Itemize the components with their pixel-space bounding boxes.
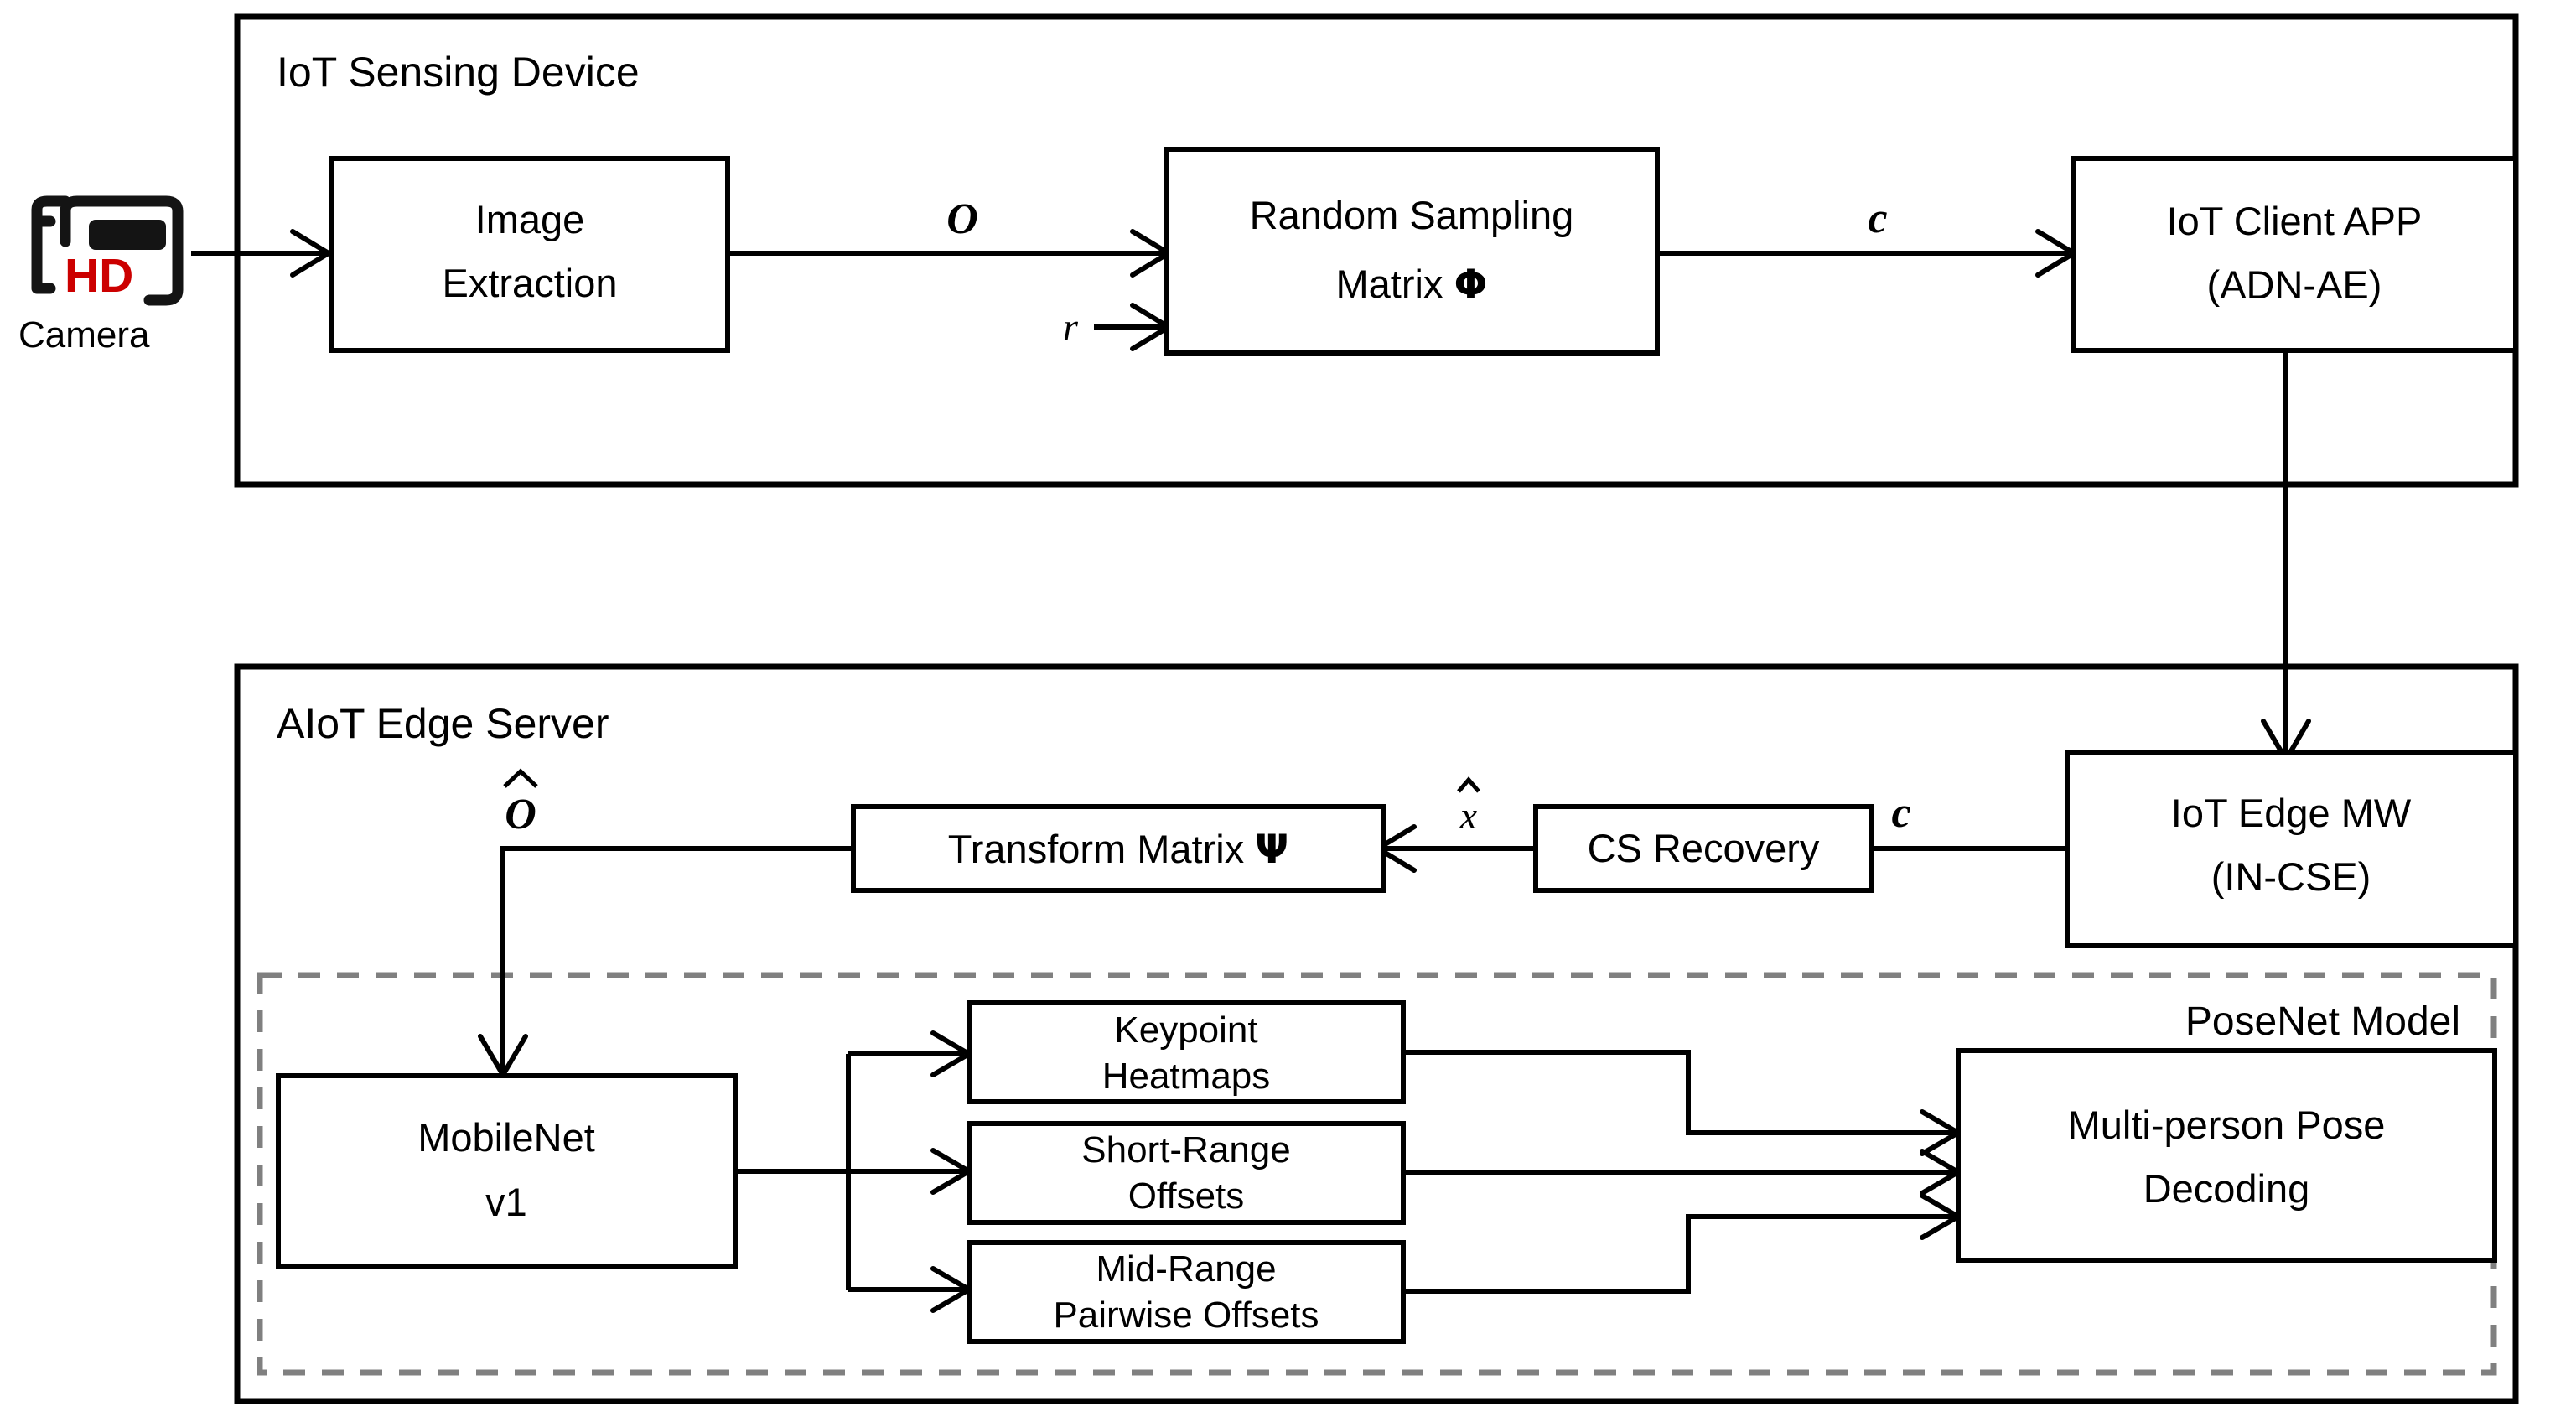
edge-label-o-hat-base: Ο — [505, 791, 536, 838]
box-cs-recovery — [1533, 804, 1874, 893]
box-short-range-offsets — [967, 1121, 1406, 1225]
box-random-sampling-line2-text: Matrix — [1336, 262, 1443, 306]
box-iot-client-app-line1: IoT Client APP — [2167, 199, 2423, 243]
edge-label-c-top: c — [1868, 195, 1887, 242]
container-aiot-edge-server — [234, 663, 2519, 1404]
box-random-sampling-line2: Matrix Φ — [1336, 262, 1488, 308]
box-iot-edge-mw — [2065, 750, 2518, 948]
box-random-sampling-symbol-phi: Φ — [1454, 262, 1488, 308]
box-image-extraction-line1: Image — [475, 197, 585, 241]
camera-hd-badge: HD — [65, 249, 133, 303]
box-transform-matrix — [851, 804, 1386, 893]
camera-caption: Camera — [18, 314, 150, 356]
box-short-range-offsets-line1: Short-Range — [1081, 1129, 1290, 1170]
box-multi-person-pose-decoding — [1956, 1048, 2497, 1263]
box-keypoint-heatmaps-line1: Keypoint — [1114, 1009, 1257, 1051]
box-image-extraction — [329, 156, 730, 353]
hat-accent-o — [503, 768, 538, 788]
box-iot-edge-mw-line1: IoT Edge MW — [2171, 791, 2412, 835]
edge-label-r: r — [1063, 305, 1079, 348]
edge-label-c-bottom: c — [1891, 789, 1910, 837]
box-cs-recovery-label: CS Recovery — [1588, 826, 1820, 870]
hat-accent-x — [1457, 776, 1480, 793]
box-keypoint-heatmaps-line2: Heatmaps — [1102, 1056, 1271, 1097]
box-mobilenet — [276, 1073, 738, 1269]
arrowhead-image-extraction-in — [290, 229, 331, 278]
box-iot-client-app-line2: (ADN-AE) — [2207, 262, 2382, 307]
box-random-sampling-line1: Random Sampling — [1250, 193, 1574, 237]
box-mid-range-offsets-line2: Pairwise Offsets — [1053, 1295, 1319, 1336]
box-transform-matrix-text: Transform Matrix — [948, 827, 1244, 871]
camera-icon — [31, 195, 184, 306]
box-transform-matrix-symbol-psi: Ψ — [1255, 827, 1288, 873]
edge-label-x-hat-base: x — [1459, 794, 1478, 837]
box-iot-edge-mw-line2: (IN-CSE) — [2211, 854, 2371, 899]
edge-label-x-hat: x — [1457, 776, 1480, 837]
edge-mid-range-offsets-to-pose-decoding — [1403, 1214, 1953, 1294]
box-iot-client-app — [2071, 156, 2518, 353]
edge-keypoint-heatmaps-to-pose-decoding — [1403, 1050, 1953, 1135]
container-title-posenet-model: PoseNet Model — [2185, 999, 2460, 1044]
box-random-sampling-matrix — [1164, 147, 1660, 356]
box-image-extraction-line2: Extraction — [443, 261, 618, 305]
edge-label-o-hat: Ο — [503, 768, 538, 838]
box-keypoint-heatmaps — [967, 1000, 1406, 1104]
edge-label-o: Ο — [946, 195, 978, 243]
container-title-edge-server: AIoT Edge Server — [277, 700, 609, 747]
box-pose-decoding-line1: Multi-person Pose — [2068, 1103, 2386, 1147]
container-title-sensing-device: IoT Sensing Device — [277, 49, 640, 96]
edge-transform-matrix-to-mobilenet — [500, 846, 853, 1070]
box-mobilenet-line1: MobileNet — [417, 1115, 595, 1160]
box-pose-decoding-line2: Decoding — [2143, 1166, 2310, 1211]
box-transform-matrix-label: Transform Matrix Ψ — [948, 827, 1288, 873]
box-mid-range-offsets-line1: Mid-Range — [1096, 1248, 1276, 1290]
box-short-range-offsets-line2: Offsets — [1128, 1175, 1245, 1217]
box-mobilenet-line2: v1 — [485, 1180, 527, 1224]
